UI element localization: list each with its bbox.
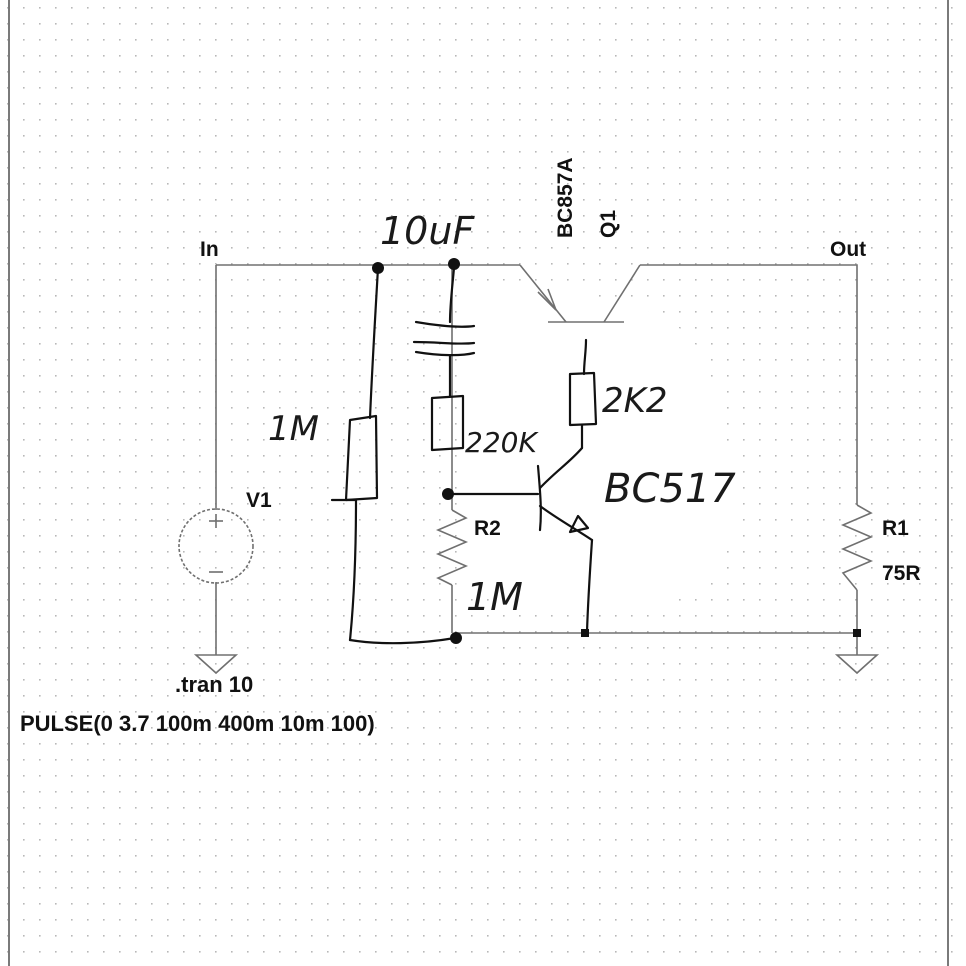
tran-directive: .tran 10	[175, 672, 253, 697]
hand-wire-left-lower	[330, 498, 358, 642]
hand-capacitor-plate-bottom	[412, 340, 476, 345]
hand-label-1m-r2: 1M	[466, 575, 523, 619]
v1-ground-icon	[193, 654, 239, 675]
hand-resistor-2k2	[568, 371, 598, 427]
wires	[215, 262, 858, 655]
junction-square	[853, 629, 861, 637]
v1-label: V1	[246, 489, 272, 512]
hand-resistor-220k	[430, 394, 465, 452]
pulse-source-value: PULSE(0 3.7 100m 400m 10m 100)	[20, 711, 375, 736]
hand-wire-emitter-down	[585, 538, 594, 634]
hand-wire-q1-to-2k2	[582, 338, 588, 376]
r1-ground-icon	[834, 654, 880, 675]
junction-square	[581, 629, 589, 637]
hand-label-2k2: 2K2	[602, 381, 668, 421]
q1-name-label: Q1	[597, 210, 620, 238]
r1-value: 75R	[882, 562, 921, 585]
hand-bc517-base	[536, 464, 542, 532]
r1-resistor-symbol	[840, 504, 874, 591]
r2-resistor-symbol	[435, 509, 469, 586]
q1-collector	[603, 264, 641, 323]
hand-label-1m-left: 1M	[268, 409, 319, 449]
junction-dot	[442, 488, 454, 500]
junction-dot	[448, 258, 460, 270]
hand-drawn-ink	[330, 266, 598, 645]
r2-label: R2	[474, 517, 501, 540]
hand-capacitor-plate-top	[414, 320, 476, 328]
whiteout-patch	[458, 280, 733, 612]
net-label-out: Out	[830, 238, 866, 261]
r1-label: R1	[882, 517, 909, 540]
wire-out-top	[640, 264, 858, 505]
v1-source-symbol	[178, 508, 254, 584]
junction-dot	[372, 262, 384, 274]
q1-model-label: BC857A	[554, 157, 577, 238]
q1-emitter-arrow	[537, 288, 557, 311]
hand-bc517-arrow	[568, 514, 590, 534]
hand-label-220k: 220K	[465, 426, 539, 459]
hand-wire-bottom	[348, 636, 457, 645]
junction-dot	[450, 632, 462, 644]
hand-label-bc517: BC517	[604, 466, 736, 512]
hand-resistor-1m	[344, 414, 379, 502]
hand-wire-left-branch	[368, 266, 380, 420]
net-label-in: In	[200, 238, 219, 261]
hand-wire-cap-top	[448, 266, 456, 324]
hand-bc517-emitter	[538, 504, 594, 542]
q1-emitter	[519, 264, 567, 323]
hand-label-capacitor: 10uF	[380, 209, 475, 253]
hand-bc517-collector	[538, 446, 584, 490]
